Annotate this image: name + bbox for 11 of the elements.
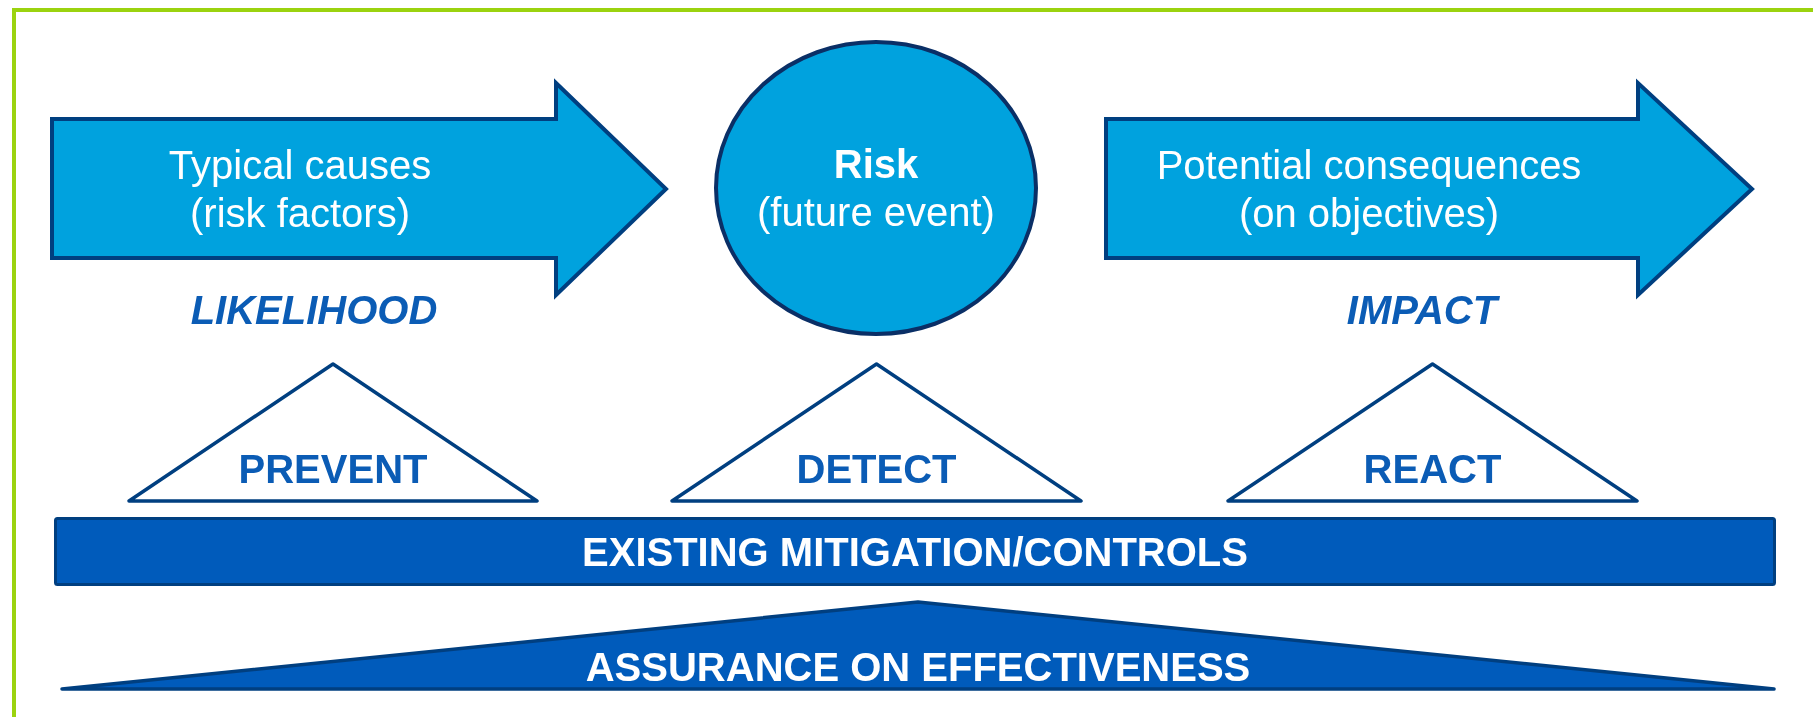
node-text: DETECT [796, 446, 957, 493]
node-text: EXISTING MITIGATION/CONTROLS [582, 528, 1248, 576]
node-text: Potential consequences (on objectives) [1155, 142, 1583, 237]
label-text: IMPACT [1346, 288, 1498, 333]
node-text: Typical causes (risk factors) [167, 142, 433, 237]
node-heading: Risk [833, 141, 919, 188]
node-text: PREVENT [238, 446, 428, 493]
label-text: LIKELIHOOD [190, 288, 438, 333]
node-text: REACT [1363, 446, 1502, 493]
node-text: ASSURANCE ON EFFECTIVENESS [585, 644, 1251, 691]
node-text: (future event) [757, 189, 995, 236]
